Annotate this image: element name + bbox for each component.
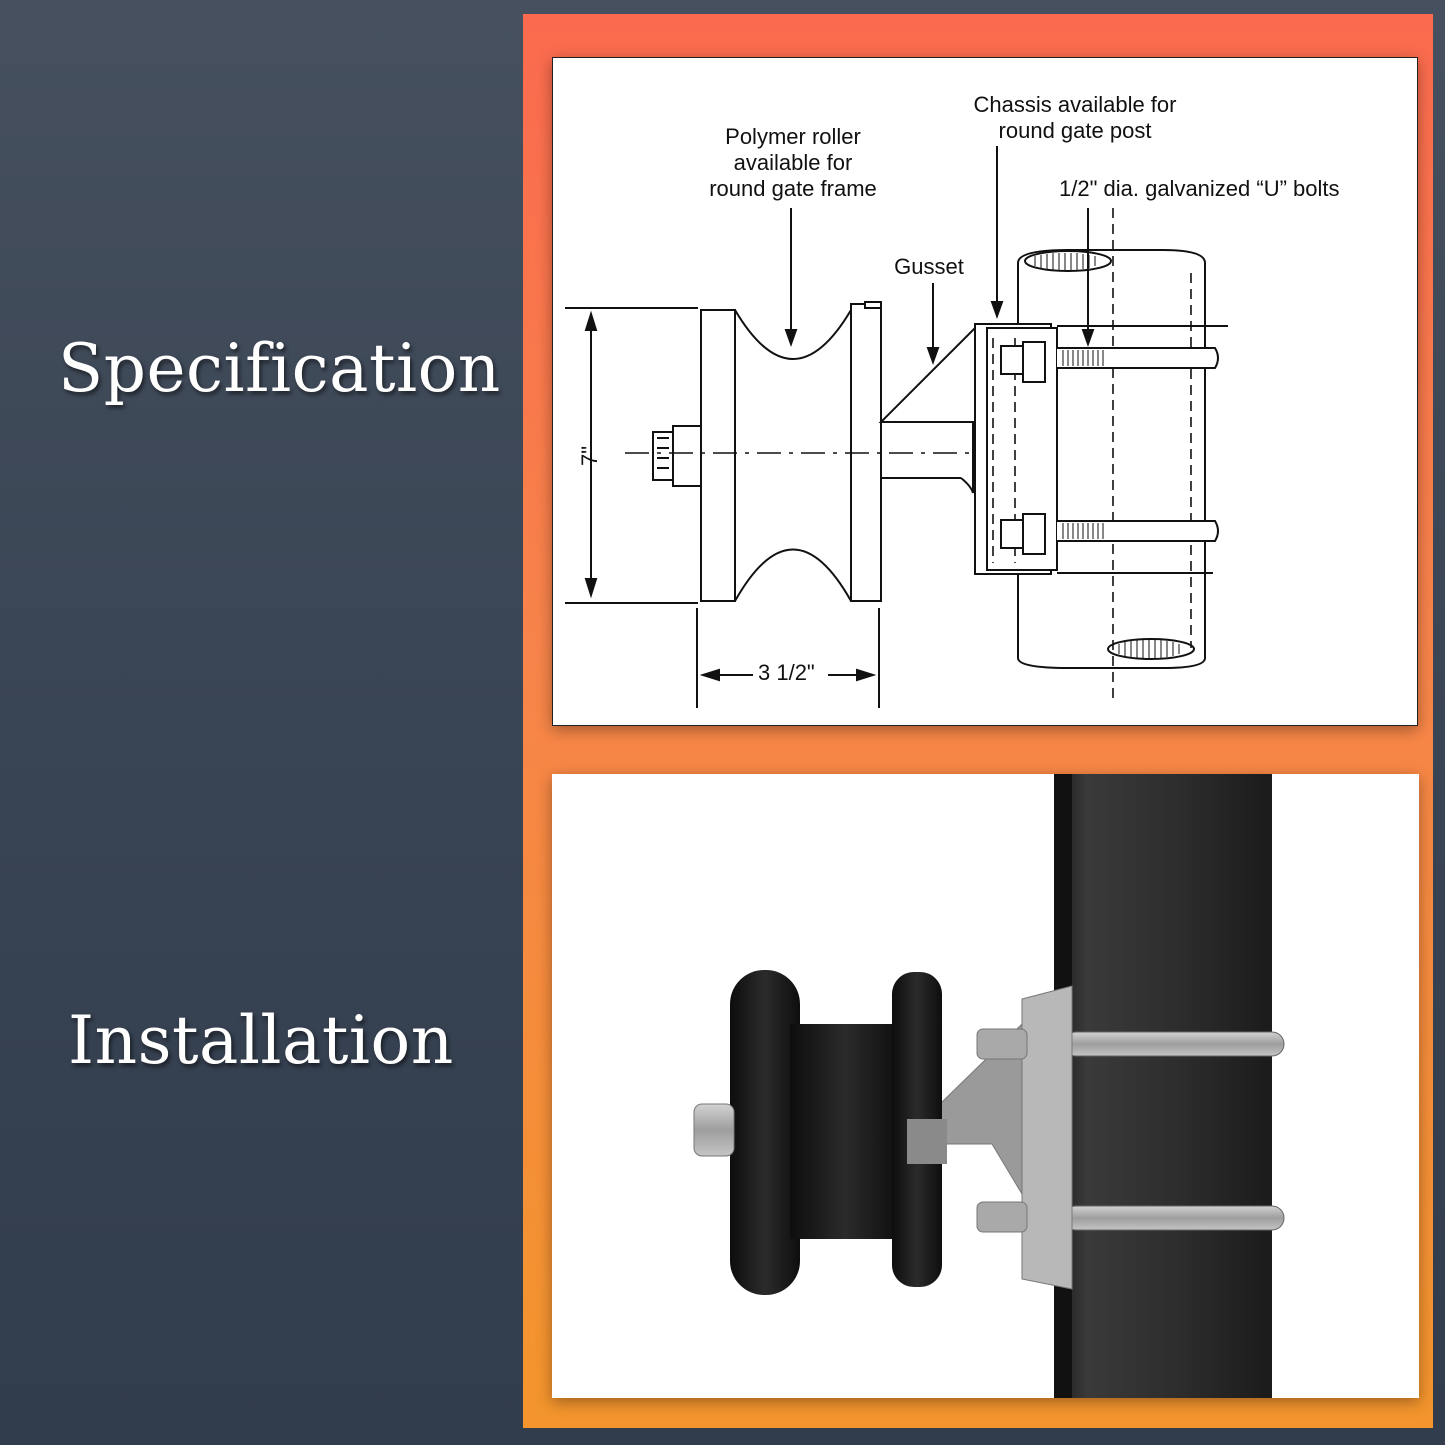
specification-label: Specification	[58, 330, 501, 407]
roller-callout-line-2: available for	[734, 150, 853, 175]
installation-photo-panel	[552, 774, 1419, 1398]
chassis-callout-line-2: round gate post	[999, 118, 1152, 143]
roller-callout-line-1: Polymer roller	[725, 124, 861, 149]
width-dimension: 3 1/2"	[758, 660, 815, 685]
height-dimension: 7"	[577, 446, 602, 466]
installation-label: Installation	[68, 1002, 454, 1079]
ubolt-callout: 1/2" dia. galvanized “U” bolts	[1059, 176, 1340, 201]
installation-photo	[693, 774, 1285, 1398]
roller-diagram: Polymer roller available for round gate …	[565, 92, 1340, 708]
specification-diagram-panel: Polymer roller available for round gate …	[552, 57, 1418, 726]
chassis-callout-line-1: Chassis available for	[974, 92, 1177, 117]
roller-callout-line-3: round gate frame	[709, 176, 877, 201]
gusset-callout: Gusset	[894, 254, 964, 279]
